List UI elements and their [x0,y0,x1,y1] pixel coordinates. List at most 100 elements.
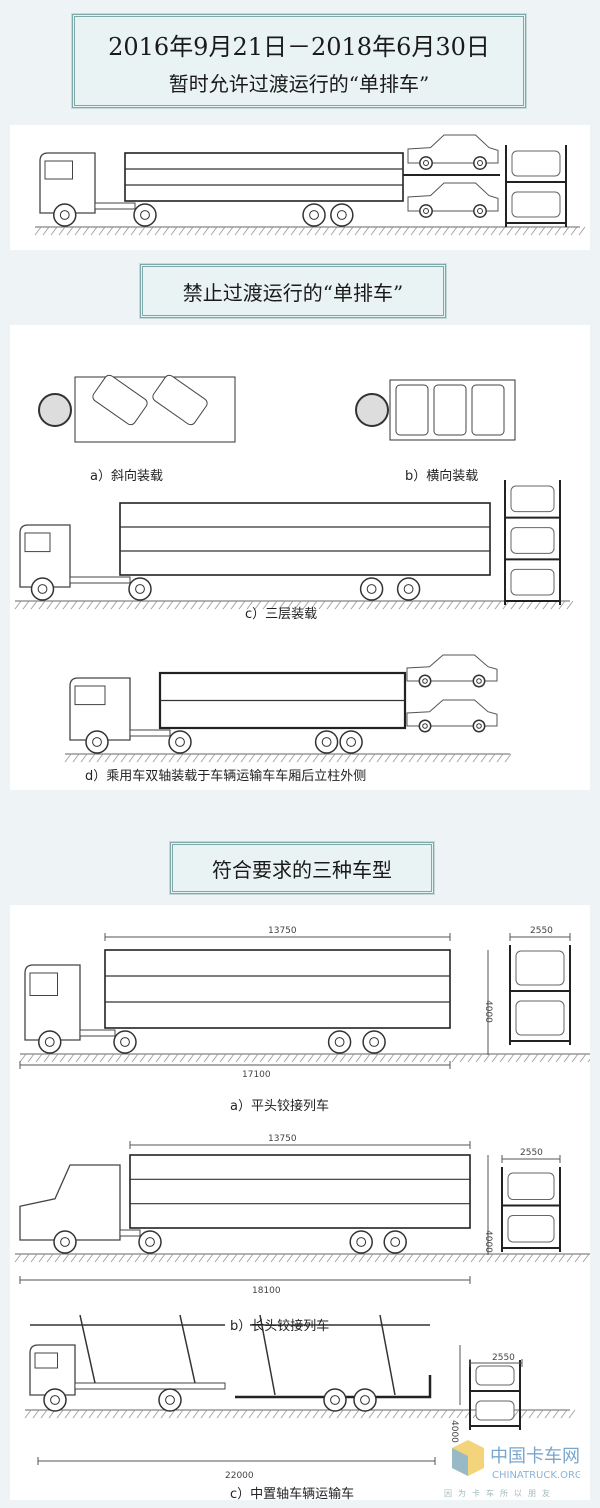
ground-hatch [64,753,512,763]
wheel [339,730,363,754]
ground-hatch [14,600,574,610]
wheel-hub [369,1037,380,1047]
car-rear-view [475,1365,515,1386]
truck-cab [24,964,81,1041]
dim-height-c: 4000 [449,1420,459,1443]
car-rear-view [511,191,561,218]
wheel-hub [356,1237,367,1247]
chassis [129,729,171,737]
caption-long-head-articulated: b）长头铰接列车 [230,1319,330,1334]
pillar [259,1314,276,1396]
dim-box-length-b: 13750 [268,1134,297,1144]
wheel [302,203,326,227]
wheel-hub [336,210,347,220]
wheel [353,1388,377,1412]
wheel [30,577,55,601]
cab-window [34,1352,58,1369]
wheel-hub [37,584,48,594]
car-top-view-diagonal [152,374,208,426]
wheel [383,1230,407,1254]
forbidden-trucks-drawing [14,374,574,763]
truck-top-view-engine [355,393,389,427]
title-banner-forbidden: 禁止过渡运行的“单排车” [140,264,446,318]
wheel-hub [423,160,429,166]
wheel [53,1230,77,1254]
dim-height-b: 4000 [483,1230,493,1253]
chassis [69,576,131,584]
forbidden-drawing-panel: a）斜向装载 b）横向装载 c）三层装载 d）乘用车双轴装载于车辆运输车车厢后立… [10,325,590,790]
wheel [314,730,339,754]
chassis [119,1229,141,1237]
caption-diagonal-loading: a）斜向装载 [90,469,163,484]
cab-window [24,532,51,553]
chinatruck-watermark-logo: 中国卡车网 CHINATRUCK.ORG 因为卡车所以朋友 [440,1440,580,1500]
banner-compliant-title: 符合要求的三种车型 [212,858,392,882]
title-banner-allowed: 2016年9月21日－2018年6月30日 暂时允许过渡运行的“单排车” [72,14,526,108]
svg-text:CHINATRUCK.ORG: CHINATRUCK.ORG [492,1470,580,1481]
truck-cab [29,1344,76,1396]
truck-cab [39,152,96,214]
car-top-view-diagonal [92,374,148,426]
car-rear-view [515,1000,565,1036]
wheel-hub [390,1237,401,1247]
cab-window [74,685,106,706]
wheel [419,156,433,170]
cab-window [44,160,73,180]
wheel [158,1388,182,1412]
wheel-hub [321,737,332,747]
wheel [53,203,77,227]
wheel [472,674,486,688]
banner-date-range: 2016年9月21日－2018年6月30日 [108,33,490,61]
wheel-hub [44,1037,55,1047]
wheel-hub [175,737,185,747]
title-banner-compliant: 符合要求的三种车型 [170,842,434,894]
car-rear-view [510,485,555,513]
truck-cab [19,524,71,588]
car-top-view-transverse [471,384,505,436]
wheel-hub [476,723,482,729]
wheel-hub [92,737,102,747]
wheel-hub [403,584,414,594]
wheel [323,1388,347,1412]
wheel [133,203,157,227]
wheel-hub [309,210,319,220]
wheel-hub [360,1395,370,1405]
dim-width-a: 2550 [530,926,553,936]
pillar [79,1314,96,1384]
wheel-hub [422,678,428,684]
wheel [396,577,421,601]
wheel [349,1230,373,1254]
wheel [473,156,487,170]
wheel [113,1030,137,1054]
caption-center-axle-transporter: c）中置轴车辆运输车 [230,1487,355,1502]
caption-three-layer-loading: c）三层装载 [245,607,318,622]
trailer-box [104,949,451,1029]
wheel [327,1030,352,1054]
dim-total-length-c: 22000 [225,1471,254,1481]
passenger-car [407,134,499,164]
wheel-hub [422,723,428,729]
trailer-box [129,1154,471,1229]
ground-hatch [14,1253,590,1263]
pillar [179,1314,196,1384]
passenger-car [407,182,499,212]
wheel-hub [135,584,145,594]
dim-width-c: 2550 [492,1353,515,1363]
wheel [418,674,432,688]
dim-total-length-a: 17100 [242,1070,271,1080]
wheel [138,1230,162,1254]
allowed-truck-drawing [34,134,586,236]
wheel-hub [50,1395,60,1405]
wheel [418,719,432,733]
compliant-trucks-drawing: 1375017100255040001375018100255040002200… [14,926,590,1481]
truck-cab [69,677,131,741]
chassis [79,1029,116,1037]
wheel [43,1388,67,1412]
wheel-hub [140,210,150,220]
caption-outside-pillar-loading: d）乘用车双轴装载于车辆运输车车厢后立柱外侧 [85,769,367,784]
truck-cab [19,1164,121,1241]
ground-hatch [34,226,586,236]
wheel-hub [476,678,482,684]
banner-forbidden-title: 禁止过渡运行的“单排车” [182,281,404,305]
